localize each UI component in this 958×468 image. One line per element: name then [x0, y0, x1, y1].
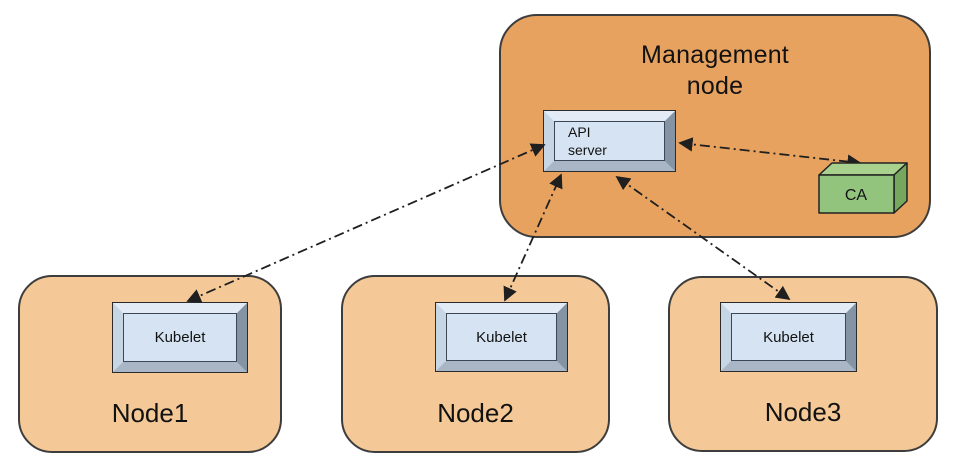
api-server-label: API server	[568, 123, 607, 158]
api-server-box: API server	[543, 110, 676, 172]
kubelet-label-node1: Kubelet	[154, 329, 206, 346]
kubelet-label-node2: Kubelet	[476, 328, 527, 346]
kubelet-box-node2: Kubelet	[435, 302, 568, 372]
kubelet-box-node3: Kubelet	[720, 302, 857, 372]
node2-label: Node2	[437, 398, 514, 428]
kubelet-label-node3: Kubelet	[763, 328, 814, 346]
management-node-label: Management node	[641, 41, 789, 100]
api-server-bevel: API server	[544, 111, 675, 171]
kubelet-box-node1: Kubelet	[112, 302, 248, 373]
node3-label: Node3	[764, 397, 842, 427]
node1-label: Node1	[111, 398, 189, 428]
